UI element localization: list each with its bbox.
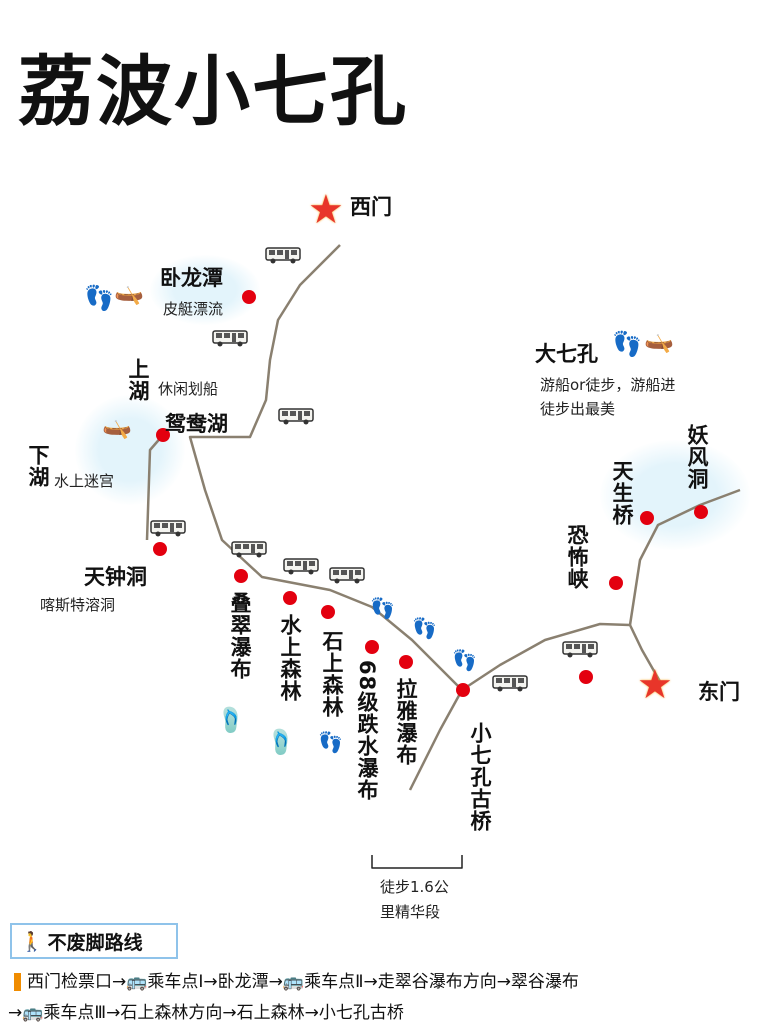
spot-dot bbox=[156, 428, 170, 442]
spot-name: 恐怖峡 bbox=[565, 524, 589, 590]
spot-name: 水上森林 bbox=[278, 614, 302, 702]
spot-dot bbox=[640, 511, 654, 525]
route-text: 西门检票口→🚌乘车点Ⅰ→卧龙潭→🚌乘车点Ⅱ→走翠谷瀑布方向→翠谷瀑布 bbox=[27, 972, 579, 992]
spot-name: 大七孔 bbox=[535, 342, 598, 366]
spot-dot bbox=[456, 683, 470, 697]
bus-stop-icon bbox=[492, 675, 528, 692]
spot-dot bbox=[234, 569, 248, 583]
hike-segment-label: 里精华段 bbox=[380, 903, 441, 921]
spot-desc: 徒步出最美 bbox=[540, 400, 616, 418]
hike-segment-label: 徒步1.6公 bbox=[380, 878, 449, 896]
route-heading-box: 🚶 不废脚路线 bbox=[10, 923, 178, 959]
footprint-icon: 👣 bbox=[370, 596, 395, 620]
spot-desc: 皮艇漂流 bbox=[163, 300, 224, 318]
footprint-icon: 👣 bbox=[84, 284, 114, 312]
spot-name: 鸳鸯湖 bbox=[165, 412, 228, 436]
spot-name: 天生桥 bbox=[610, 460, 634, 526]
walker-icon: 🚶 bbox=[20, 930, 44, 953]
footprint-icon: 👣 bbox=[452, 648, 477, 672]
west-gate-star-icon: ★ bbox=[308, 187, 344, 233]
bus-stop-icon bbox=[150, 520, 186, 537]
spot-name: 天钟洞 bbox=[84, 565, 147, 589]
spot-name: 68级跌水瀑布 bbox=[355, 660, 379, 802]
east-gate-label: 东门 bbox=[698, 680, 740, 704]
spot-dot bbox=[609, 576, 623, 590]
spot-desc: 喀斯特溶洞 bbox=[40, 596, 116, 614]
route-line-1: 西门检票口→🚌乘车点Ⅰ→卧龙潭→🚌乘车点Ⅱ→走翠谷瀑布方向→翠谷瀑布 bbox=[14, 967, 579, 992]
spot-name: 叠翠瀑布 bbox=[228, 592, 252, 680]
route-line-2: →🚌乘车点Ⅲ→石上森林方向→石上森林→小七孔古桥 bbox=[8, 1003, 404, 1023]
orange-marker-icon bbox=[14, 973, 21, 991]
hike-bracket bbox=[371, 855, 463, 869]
page-title: 荔波小七孔 bbox=[18, 47, 408, 136]
spot-name: 妖风洞 bbox=[685, 424, 709, 490]
spot-dot bbox=[242, 290, 256, 304]
spot-name: 下湖 bbox=[26, 444, 50, 488]
kayak-icon: 🛶 bbox=[644, 326, 674, 354]
spot-dot bbox=[579, 670, 593, 684]
main-road bbox=[188, 244, 664, 692]
spot-desc: 休闲划船 bbox=[158, 380, 219, 398]
spot-desc: 游船or徒步，游船进 bbox=[540, 376, 676, 394]
spot-dot bbox=[365, 640, 379, 654]
route-heading: 不废脚路线 bbox=[47, 931, 143, 954]
bus-stop-icon bbox=[278, 408, 314, 425]
bus-stop-icon bbox=[231, 541, 267, 558]
spot-name: 小七孔古桥 bbox=[468, 722, 492, 832]
spot-name: 拉雅瀑布 bbox=[394, 678, 418, 766]
bus-stop-icon bbox=[562, 641, 598, 658]
bus-stop-icon bbox=[265, 247, 301, 264]
kayak-icon: 🛶 bbox=[102, 412, 132, 440]
bus-stop-icon bbox=[283, 558, 319, 575]
lake-area bbox=[75, 395, 185, 505]
spot-name: 石上森林 bbox=[320, 630, 344, 718]
spot-dot bbox=[694, 505, 708, 519]
sandals-icon: 🩴 bbox=[216, 706, 246, 734]
spot-dot bbox=[399, 655, 413, 669]
sandals-icon: 🩴 bbox=[266, 728, 296, 756]
spot-name: 上湖 bbox=[126, 358, 150, 402]
east-branch bbox=[628, 488, 741, 626]
footprint-icon: 👣 bbox=[412, 616, 437, 640]
west-gate-label: 西门 bbox=[350, 195, 392, 219]
spot-dot bbox=[153, 542, 167, 556]
spot-desc: 水上迷宫 bbox=[54, 472, 115, 490]
spot-dot bbox=[283, 591, 297, 605]
spot-name: 卧龙潭 bbox=[160, 266, 223, 290]
east-gate-star-icon: ★ bbox=[637, 662, 673, 708]
kayak-icon: 🛶 bbox=[114, 278, 144, 306]
lake-area bbox=[150, 255, 260, 325]
bridge-branch bbox=[408, 689, 464, 791]
bus-stop-icon bbox=[329, 567, 365, 584]
spot-dot bbox=[321, 605, 335, 619]
footprint-icon: 👣 bbox=[612, 330, 642, 358]
bus-stop-icon bbox=[212, 330, 248, 347]
footprint-icon: 👣 bbox=[318, 730, 343, 754]
